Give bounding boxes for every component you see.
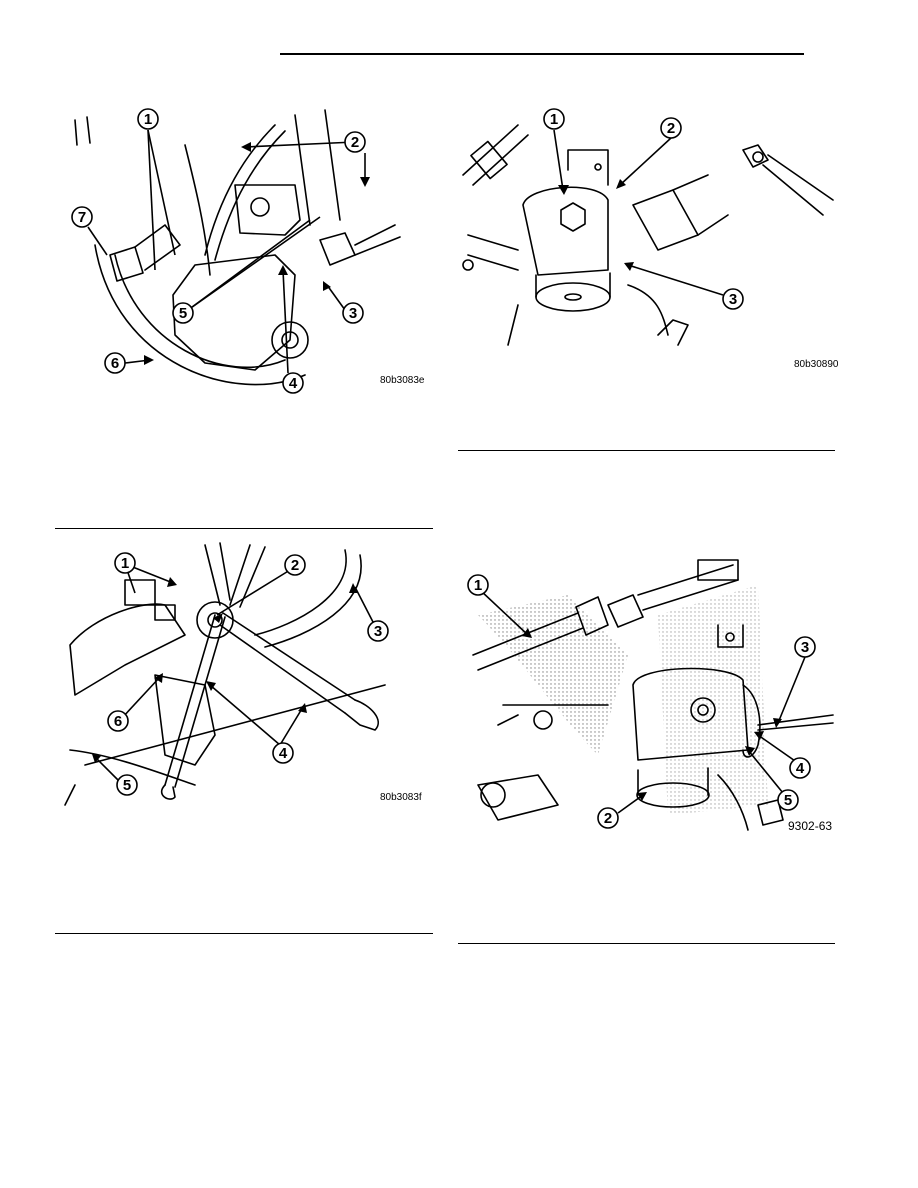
figure-4-callouts [467, 574, 816, 829]
figure-1: 1 2 3 4 5 6 7 80b3083e [55, 105, 425, 405]
figure-2: 1 2 3 80b30890 [458, 105, 838, 380]
f3-callout-2: 2 [291, 557, 299, 574]
f4-callout-3: 3 [801, 639, 809, 656]
f2-callout-1: 1 [550, 111, 558, 128]
divider-right-2 [458, 943, 835, 944]
f4-callout-1: 1 [474, 577, 482, 594]
figure-2-code: 80b30890 [794, 359, 838, 370]
f1-callout-7: 7 [78, 209, 86, 226]
f1-callout-3: 3 [349, 305, 357, 322]
f4-callout-2: 2 [604, 810, 612, 827]
figure-1-callouts [71, 108, 366, 394]
f3-callout-4: 4 [279, 745, 288, 762]
f3-callout-1: 1 [121, 555, 129, 572]
f1-callout-4: 4 [289, 375, 298, 392]
f2-callout-3: 3 [729, 291, 737, 308]
f1-callout-5: 5 [179, 305, 187, 322]
figure-1-illustration: 1 2 3 4 5 6 7 80b3083e [71, 108, 425, 394]
f3-callout-5: 5 [123, 777, 131, 794]
figure-2-illustration: 1 2 3 80b30890 [462, 108, 838, 370]
figure-4-illustration: 1 2 3 4 5 9302-63 [467, 559, 834, 833]
figure-3-illustration: 1 2 3 4 5 6 80b3083f [64, 542, 422, 806]
figure-2-callouts [543, 108, 744, 310]
figure-1-code: 80b3083e [380, 375, 425, 386]
figure-3-callouts [107, 552, 389, 796]
header-rule [280, 53, 804, 55]
f2-callout-2: 2 [667, 120, 675, 137]
f1-callout-2: 2 [351, 134, 359, 151]
divider-right-1 [458, 450, 835, 451]
f3-callout-6: 6 [114, 713, 122, 730]
f1-callout-1: 1 [144, 111, 152, 128]
divider-left-1 [55, 528, 433, 529]
divider-left-2 [55, 933, 433, 934]
figure-4-code: 9302-63 [788, 819, 832, 833]
figure-3-code: 80b3083f [380, 792, 422, 803]
f1-callout-6: 6 [111, 355, 119, 372]
f4-callout-5: 5 [784, 792, 792, 809]
figure-3: 1 2 3 4 5 6 80b3083f [55, 535, 425, 820]
f4-callout-4: 4 [796, 760, 805, 777]
figure-4: 1 2 3 4 5 9302-63 [458, 555, 838, 845]
f3-callout-3: 3 [374, 623, 382, 640]
